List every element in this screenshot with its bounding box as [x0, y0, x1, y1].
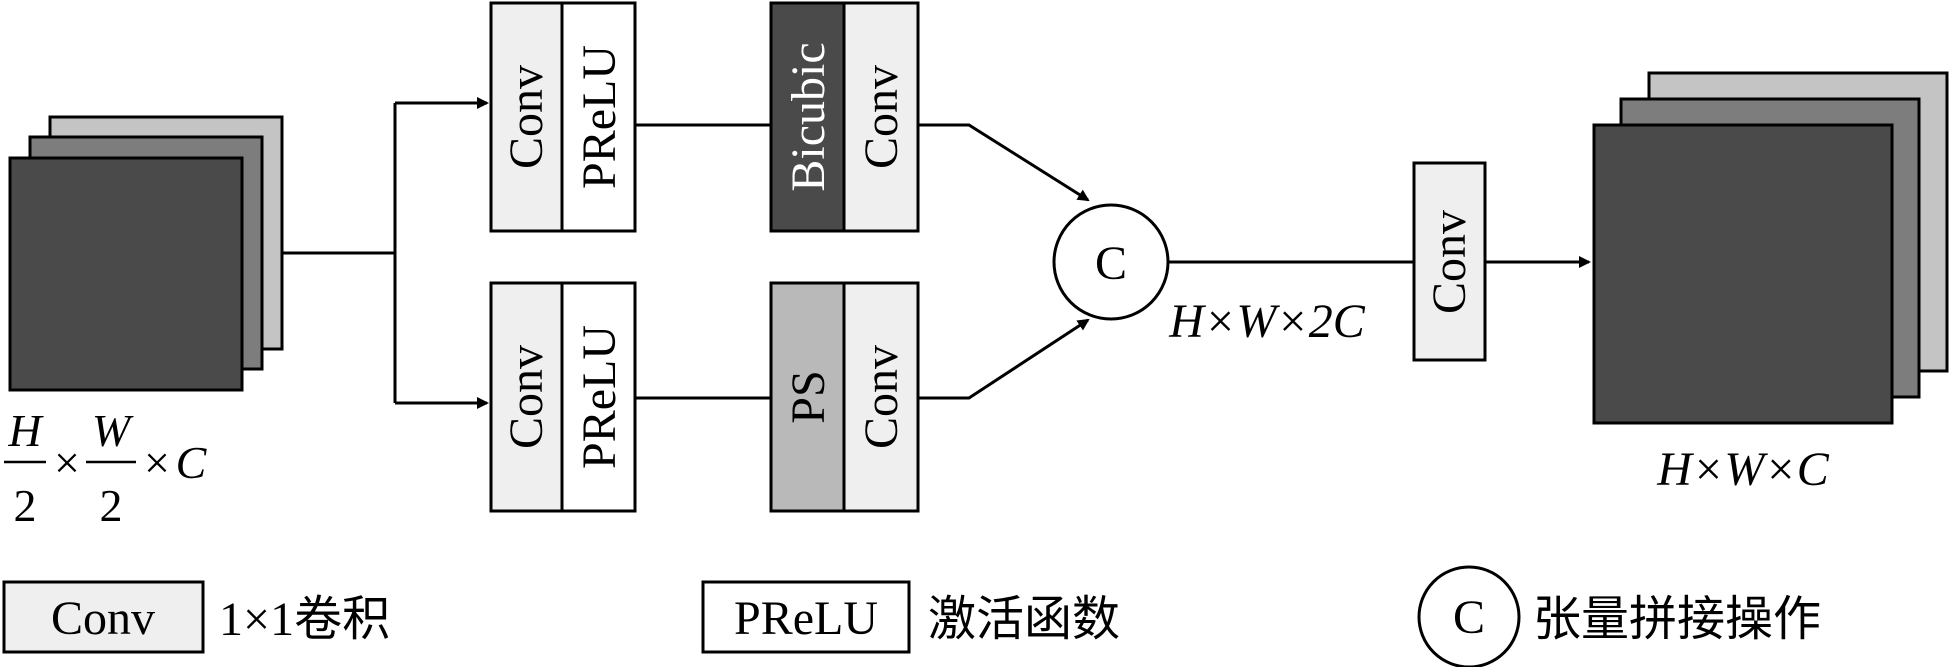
bottom-conv2-label: Conv — [855, 345, 908, 449]
bottom-prelu-label: PReLU — [573, 325, 626, 469]
top-conv2-box — [842, 1, 920, 233]
bicubic-box — [769, 1, 846, 233]
top-to-concat-arrow — [918, 123, 1090, 202]
legend-conv-description: 1×1卷积 — [219, 593, 390, 646]
legend-concat-circle — [1417, 565, 1521, 667]
top-conv-label: Conv — [500, 65, 553, 169]
branch-connectors — [635, 123, 771, 400]
concat-inputs — [918, 123, 1090, 400]
concat-output-dimension: H×W×2C — [1168, 295, 1365, 348]
top-prelu-label: PReLU — [573, 45, 626, 189]
ps-label: PS — [782, 370, 835, 423]
channel-symbol: C — [176, 437, 208, 488]
legend-conv-item: Conv 1×1卷积 — [2, 580, 390, 654]
w-numerator: W — [92, 405, 134, 456]
h-denominator: 2 — [14, 480, 37, 531]
bottom-conv-prelu-block: Conv PReLU — [489, 281, 637, 513]
legend-concat-description: 张量拼接操作 — [1533, 593, 1821, 646]
legend-prelu-box — [701, 580, 911, 654]
final-conv-label: Conv — [1423, 210, 1476, 314]
input-feature-stack — [8, 115, 284, 392]
legend-prelu-description: 激活函数 — [928, 593, 1120, 646]
bottom-to-concat-arrow — [918, 318, 1090, 400]
legend-concat-item: C 张量拼接操作 — [1417, 565, 1821, 667]
bottom-prelu-box — [560, 281, 637, 513]
legend-conv-box — [2, 580, 205, 654]
top-prelu-box — [560, 1, 637, 233]
concat-node: C — [1052, 203, 1170, 321]
legend: Conv 1×1卷积 PReLU 激活函数 C 张量拼接操作 — [2, 565, 1821, 667]
h-numerator: H — [7, 405, 44, 456]
legend-conv-label: Conv — [51, 592, 155, 645]
legend-prelu-item: PReLU 激活函数 — [701, 580, 1120, 654]
bottom-conv-box — [489, 281, 564, 513]
bicubic-label: Bicubic — [782, 42, 835, 191]
output-layer-front — [1592, 123, 1894, 425]
concat-symbol: C — [1095, 237, 1127, 290]
top-conv-prelu-block: Conv PReLU — [489, 1, 637, 233]
output-feature-stack — [1592, 71, 1949, 425]
times-sign-2: × — [144, 437, 170, 488]
bottom-upsample-block: PS Conv — [769, 281, 920, 513]
split-connectors — [282, 97, 489, 409]
legend-prelu-label: PReLU — [734, 592, 878, 645]
top-upsample-block: Bicubic Conv — [769, 1, 920, 233]
input-dimension-label: H 2 × W 2 × C — [4, 405, 208, 531]
top-conv2-label: Conv — [855, 65, 908, 169]
final-conv-block: Conv — [1412, 161, 1487, 362]
bottom-conv-label: Conv — [500, 345, 553, 449]
final-conv-box — [1412, 161, 1487, 362]
input-layer-front — [8, 156, 244, 392]
output-dimension: H×W×C — [1656, 443, 1829, 496]
ps-box — [769, 281, 846, 513]
legend-concat-symbol: C — [1453, 591, 1485, 644]
w-denominator: 2 — [100, 480, 123, 531]
times-sign-1: × — [54, 437, 80, 488]
